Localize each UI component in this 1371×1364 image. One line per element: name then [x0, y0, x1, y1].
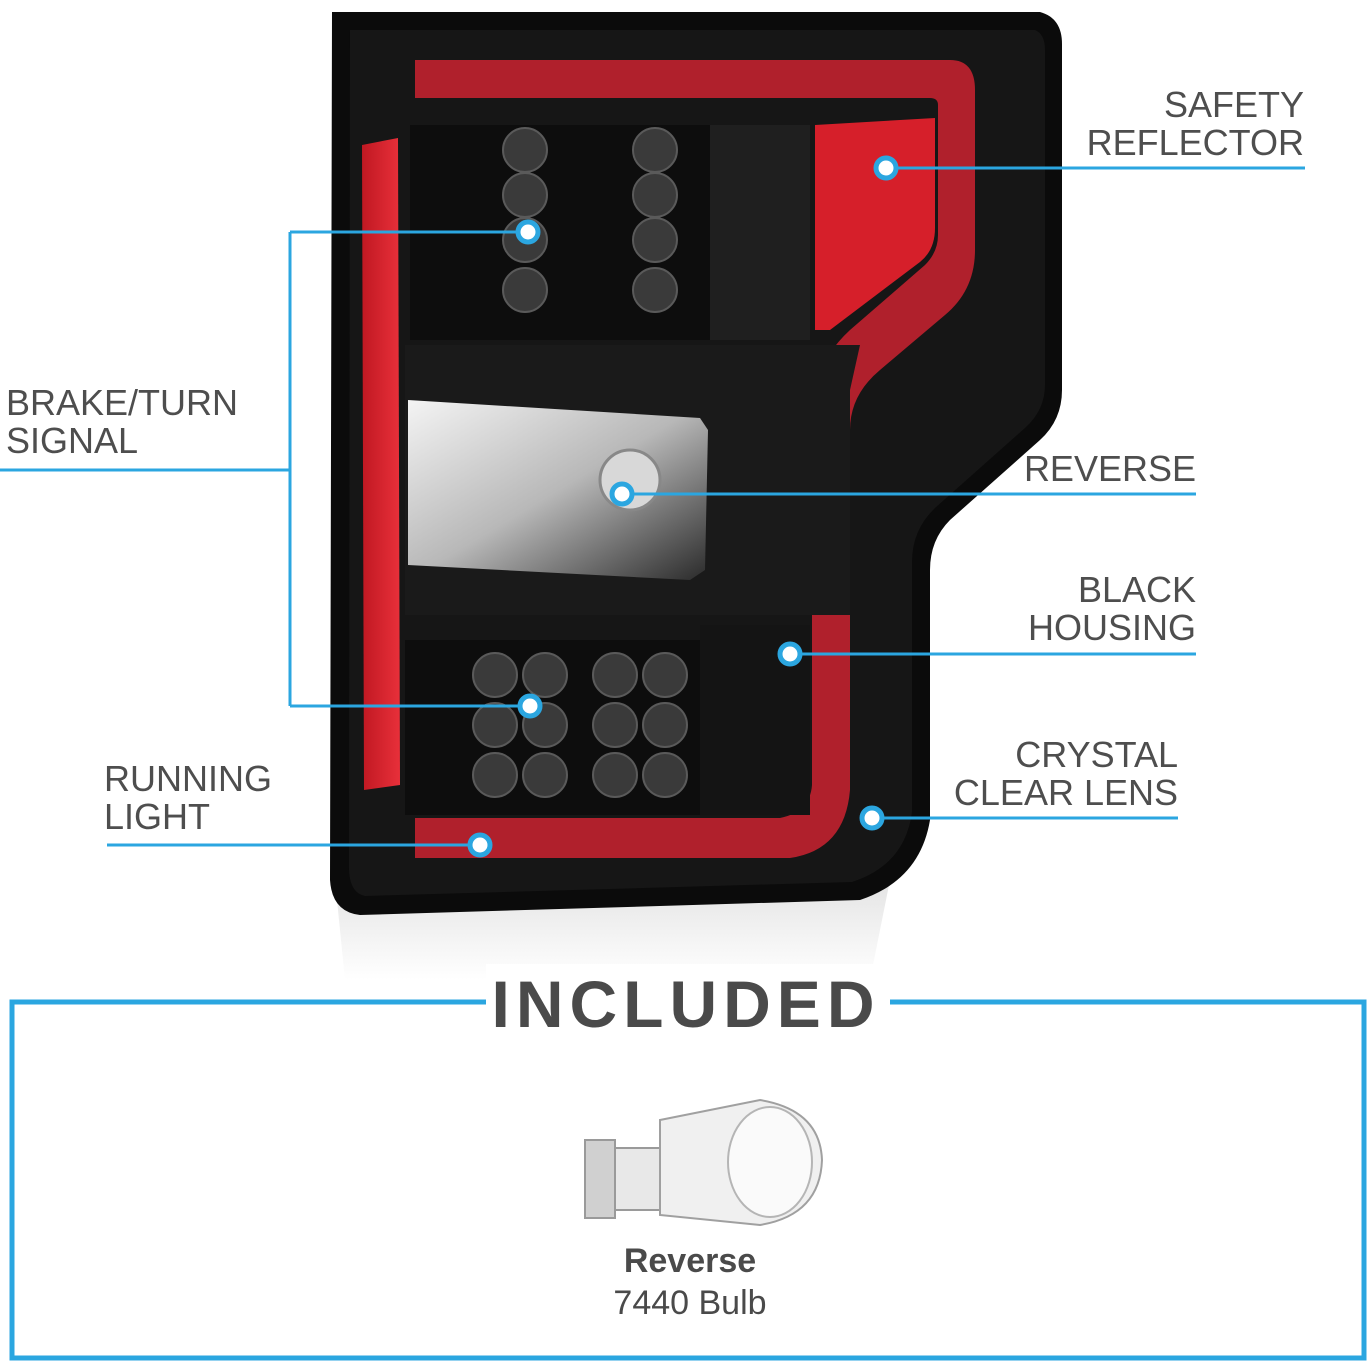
callout-dot-icon	[467, 155, 899, 858]
running-light-label: RUNNING LIGHT	[104, 758, 272, 837]
included-heading: INCLUDED	[486, 964, 886, 1044]
crystal-clear-lens-label: CRYSTAL CLEAR LENS	[953, 734, 1178, 813]
safety-reflector-label: SAFETY REFLECTOR	[1086, 84, 1304, 163]
bulb-size-label: 7440 Bulb	[613, 1284, 767, 1322]
reverse-label: REVERSE	[1023, 448, 1196, 489]
brake-turn-signal-label: BRAKE/TURN SIGNAL	[6, 382, 239, 461]
bulb-name-label: Reverse	[623, 1242, 757, 1280]
bulb-image	[584, 1098, 824, 1227]
black-housing-label: BLACK HOUSING	[1027, 569, 1196, 648]
